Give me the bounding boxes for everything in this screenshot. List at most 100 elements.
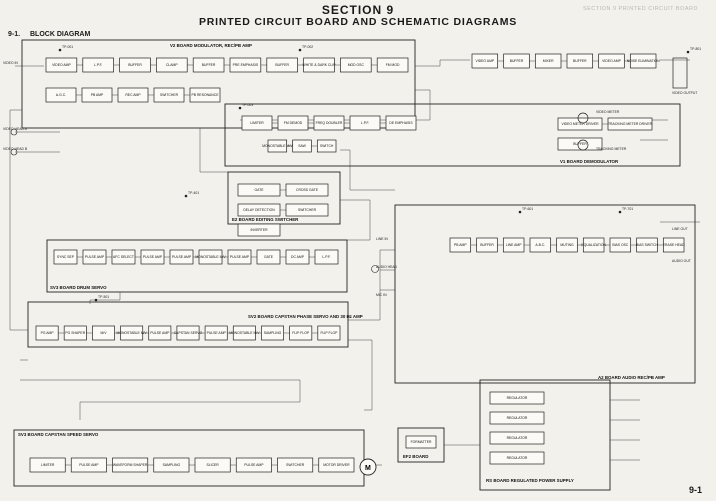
block-label-v1a-1: BUFFER — [510, 59, 524, 63]
block-label-sv2-1: PG SHAPER — [65, 331, 85, 335]
block-label-v2a-4: BUFFER — [202, 63, 216, 67]
label-line-in: LINE IN — [376, 237, 388, 241]
block-label-sv1-4: SLICER — [207, 463, 220, 467]
block-label-v2b-4: PB RESONANCE — [192, 93, 220, 97]
video-head-a-icon — [10, 128, 18, 136]
block-label-v1b-1: FM DEMOD — [284, 121, 303, 125]
block-label-a2-6: BIAS OSC — [612, 243, 629, 247]
board-v2 — [21, 39, 416, 129]
block-v2a-9 — [376, 57, 409, 73]
block-v1d-2 — [557, 137, 603, 151]
block-label-v2b-1: PB AMP — [91, 93, 104, 97]
block-label-sv2-10: FLIP FLOP — [320, 331, 338, 335]
test-point-label: TP-003 — [242, 103, 253, 107]
block-label-a2-0: PB AMP — [454, 243, 467, 247]
label-mic-in: MIC IN — [376, 293, 387, 297]
block-label-v1a-5: NOISE ELIMINATION — [627, 59, 660, 63]
board-title-v1: V1 BOARD DEMODULATOR — [560, 159, 619, 164]
block-label-v1c-1: SAW — [298, 144, 306, 148]
block-label-v2a-1: L.P.F. — [94, 63, 102, 67]
test-point-label: TP-801 — [690, 47, 701, 51]
test-point-label: TP-701 — [622, 207, 633, 211]
block-label-v1b-4: DE EMPHASIS — [389, 121, 413, 125]
block-label-rs-2: REGULATOR — [507, 436, 528, 440]
page-header: SECTION 9 PRINTED CIRCUIT BOARD AND SCHE… — [0, 4, 716, 28]
block-v1c-1 — [292, 139, 312, 153]
block-v2b-4 — [189, 87, 221, 103]
test-point-label: TP-002 — [302, 45, 313, 49]
block-rs-2 — [489, 431, 545, 445]
board-a2 — [394, 204, 696, 384]
block-label-v1a-3: BUFFER — [573, 59, 587, 63]
block-label-a2-1: BUFFER — [480, 243, 494, 247]
block-sv2-10 — [317, 325, 341, 341]
block-v2a-6 — [266, 57, 298, 73]
block-v2a-8 — [340, 57, 372, 73]
block-label-e2-0: GATE — [255, 188, 265, 192]
block-label-a2-5: EQUALIZATION — [581, 243, 606, 247]
video-meter-icon — [577, 112, 589, 124]
block-label-ef-0: FORMATTER — [411, 440, 432, 444]
test-point-dot — [94, 298, 98, 302]
block-label-v2b-2: REC AMP — [125, 93, 141, 97]
block-label-sv3-1: PULSE AMP — [85, 255, 105, 259]
block-label-sv3-4: PULSE AMP — [172, 255, 192, 259]
block-v1c-2 — [316, 139, 337, 153]
block-v1d-1 — [607, 117, 653, 131]
board-title-e2: E2 BOARD EDITING SWITCHER — [232, 217, 299, 222]
test-point-dot — [58, 48, 62, 52]
board-title-a2: A2 BOARD AUDIO REC/PB AMP — [598, 375, 665, 380]
block-label-e2-3: SWITCHER — [298, 208, 317, 212]
board-titles: V2 BOARD MODULATOR, REC/PB AMP V1 BOARD … — [18, 43, 665, 483]
block-label-v2a-3: CLAMP — [166, 63, 178, 67]
block-label-rs-0: REGULATOR — [507, 396, 528, 400]
block-a2-8 — [662, 237, 685, 253]
board-v1 — [224, 103, 681, 167]
block-label-v2b-0: A.G.C. — [56, 93, 66, 97]
block-label-sv1-1: PULSE AMP — [79, 463, 99, 467]
block-label-a2-3: A.B.C. — [535, 243, 545, 247]
block-rs-1 — [489, 411, 545, 425]
block-label-sv2-4: PULSE AMP — [150, 331, 170, 335]
tracking-meter-icon — [577, 139, 589, 151]
board-rs — [479, 379, 611, 491]
video-head-b-icon — [10, 148, 18, 156]
block-label-sv3-3: PULSE AMP — [143, 255, 163, 259]
block-label-sv3-0: SYNC SEP — [57, 255, 75, 259]
block-label-sv3-8: DC AMP — [291, 255, 305, 259]
board-title-sv2: SV2 BOARD CAPSTAN PHASE SERVO AND 30 Hz … — [248, 314, 363, 319]
label-video-out: VIDEO OUTPUT — [672, 91, 697, 95]
label-audio-head: AUDIO HEAD — [376, 265, 398, 269]
test-point-label: TP-401 — [188, 191, 199, 195]
block-label-a2-2: LINE AMP — [506, 243, 522, 247]
block-label-sv3-7: GATE — [264, 255, 274, 259]
block-sv3-9 — [314, 249, 339, 265]
block-label-sv2-9: FLIP FLOP — [292, 331, 310, 335]
block-label-e2-2: DELAY DETECTION — [243, 208, 275, 212]
block-label-a2-8: ERASE HEAD — [663, 243, 685, 247]
block-rs-3 — [489, 451, 545, 465]
block-label-sv1-3: SAMPLING — [163, 463, 181, 467]
test-point-label: TP-001 — [62, 45, 73, 49]
block-label-a2-7: BIAS SWITCH — [636, 243, 659, 247]
block-a2-1 — [476, 237, 498, 253]
block-v1a-5 — [629, 53, 657, 69]
block-label-sv2-2: M/V — [100, 331, 107, 335]
block-v1b-4 — [385, 115, 417, 131]
label-tracking-meter: TRACKING METER — [596, 147, 627, 151]
test-point-dot — [618, 210, 622, 214]
test-point-label: TP-601 — [522, 207, 533, 211]
block-label-v1d-1: TRACKING METER DRIVER — [608, 122, 653, 126]
board-title-sv3: SV3 BOARD DRUM SERVO — [50, 285, 107, 290]
block-label-sv3-5: MONOSTABLE M/V — [195, 255, 226, 259]
block-label-rs-3: REGULATOR — [507, 456, 528, 460]
label-video-head-b: VIDEO HEAD B — [3, 147, 28, 151]
block-label-sv1-7: MOTOR DRIVER — [323, 463, 350, 467]
block-label-v1c-0: MONOSTABLE M/V — [262, 144, 293, 148]
block-label-v1b-3: L.P.F. — [361, 121, 369, 125]
subsection-number: 9-1. — [8, 31, 21, 38]
label-video-meter: VIDEO METER — [596, 110, 620, 114]
section-title: PRINTED CIRCUIT BOARD AND SCHEMATIC DIAG… — [198, 16, 518, 28]
board-title-sv1: SV3 BOARD CAPSTAN SPEED SERVO — [18, 432, 99, 437]
